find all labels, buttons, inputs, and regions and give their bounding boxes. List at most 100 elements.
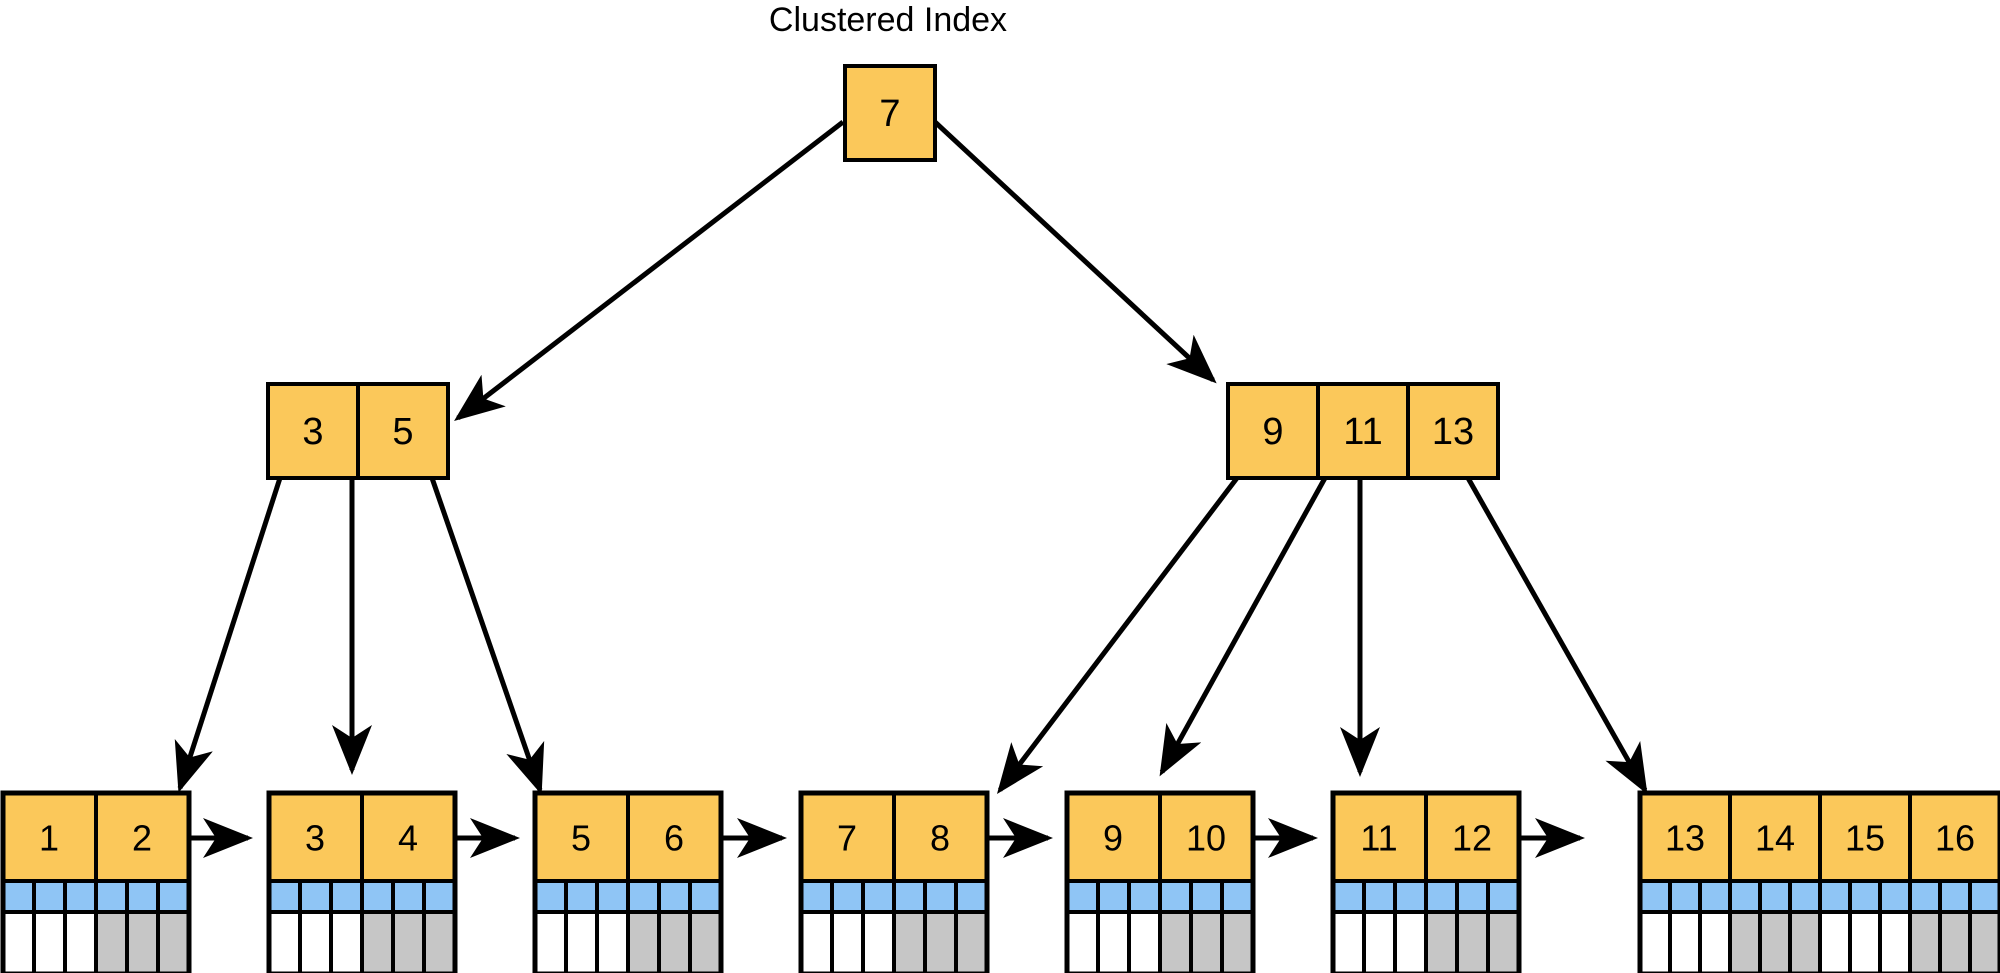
leaf-7-record-cell-8 bbox=[1878, 910, 1912, 973]
edge-internal-left-to-leaf-1 bbox=[174, 477, 283, 793]
leaf-6-blue-cell-1 bbox=[1362, 879, 1397, 914]
leaf-4-blue-cell-4 bbox=[923, 879, 958, 914]
edge-internal-right-to-leaf-4 bbox=[996, 476, 1239, 794]
leaf-3-blue-cell-2 bbox=[595, 879, 630, 914]
leaf-3-blue-cell-0 bbox=[533, 879, 568, 914]
leaf-3-key-0: 5 bbox=[571, 818, 591, 859]
edge-internal-left-to-leaf-3 bbox=[429, 477, 545, 795]
leaf-7-record-cell-6 bbox=[1818, 910, 1852, 973]
leaf-6-record-cell-2 bbox=[1393, 910, 1428, 973]
leaf-node-3[interactable]: 5 6 bbox=[532, 790, 724, 973]
leaf-7-key-3: 16 bbox=[1935, 818, 1975, 859]
root-node[interactable]: 7 bbox=[843, 64, 937, 162]
leaf-4-record-cell-5 bbox=[954, 910, 989, 973]
internal-right-key-1: 11 bbox=[1343, 411, 1382, 453]
leaf-6-record-cell-4 bbox=[1455, 910, 1490, 973]
leaf-7-record-cell-4 bbox=[1758, 910, 1792, 973]
leaf-7-record-cell-9 bbox=[1908, 910, 1942, 973]
leaf-2-blue-cell-0 bbox=[267, 879, 302, 914]
internal-left-key-0: 3 bbox=[302, 411, 323, 453]
leaf-5-blue-row bbox=[1065, 879, 1255, 914]
leaf-1-blue-cell-0 bbox=[1, 879, 36, 914]
leaf-3-blue-cell-3 bbox=[626, 879, 661, 914]
leaf-1-blue-cell-2 bbox=[63, 879, 98, 914]
internal-left-cell-0[interactable] bbox=[266, 382, 360, 480]
leaf-2-record-row bbox=[267, 910, 457, 973]
leaf-6-record-cell-1 bbox=[1362, 910, 1397, 973]
leaf-2-blue-row bbox=[267, 879, 457, 914]
leaf-7-blue-cell-9 bbox=[1908, 879, 1942, 914]
leaf-2-blue-cell-1 bbox=[298, 879, 333, 914]
leaf-5-key-cell-1[interactable] bbox=[1158, 791, 1255, 883]
leaf-7-key-1: 14 bbox=[1755, 818, 1795, 859]
leaf-7-blue-cell-5 bbox=[1788, 879, 1822, 914]
leaf-3-record-cell-3 bbox=[626, 910, 661, 973]
leaf-7-blue-row bbox=[1638, 879, 2000, 914]
leaf-1-record-cell-5 bbox=[156, 910, 191, 973]
edge-internal-right-to-leaf-5 bbox=[1159, 476, 1328, 777]
leaf-6-key-0: 11 bbox=[1360, 818, 1397, 859]
leaf-7-record-cell-3 bbox=[1728, 910, 1762, 973]
leaf-1-record-cell-2 bbox=[63, 910, 98, 973]
leaf-4-blue-cell-5 bbox=[954, 879, 989, 914]
leaf-4-blue-cell-3 bbox=[892, 879, 927, 914]
leaf-7-record-cell-11 bbox=[1968, 910, 2000, 973]
leaf-6-blue-cell-3 bbox=[1424, 879, 1459, 914]
leaf-6-record-cell-0 bbox=[1331, 910, 1366, 973]
internal-node-left[interactable]: 3 5 bbox=[266, 382, 450, 480]
leaf-7-record-cell-7 bbox=[1848, 910, 1882, 973]
leaf-node-1[interactable]: 1 2 bbox=[0, 790, 192, 973]
leaf-node-2[interactable]: 3 4 bbox=[266, 790, 458, 973]
leaf-node-7[interactable]: 13 14 15 16 bbox=[1637, 790, 2000, 973]
leaf-4-record-cell-2 bbox=[861, 910, 896, 973]
leaf-5-blue-cell-1 bbox=[1096, 879, 1131, 914]
edge-group-root bbox=[454, 120, 1217, 422]
leaf-2-blue-cell-2 bbox=[329, 879, 364, 914]
leaf-1-key-0: 1 bbox=[39, 818, 59, 859]
leaf-node-6[interactable]: 11 12 bbox=[1330, 790, 1522, 973]
leaf-6-blue-cell-0 bbox=[1331, 879, 1366, 914]
leaf-3-record-cell-4 bbox=[657, 910, 692, 973]
leaf-6-key-cell-0[interactable] bbox=[1331, 791, 1428, 883]
leaf-6-record-cell-5 bbox=[1486, 910, 1521, 973]
leaf-6-record-row bbox=[1331, 910, 1521, 973]
leaf-1-record-cell-4 bbox=[125, 910, 160, 973]
leaf-3-record-cell-2 bbox=[595, 910, 630, 973]
leaf-1-blue-cell-1 bbox=[32, 879, 67, 914]
leaf-3-blue-row bbox=[533, 879, 723, 914]
leaf-5-blue-cell-2 bbox=[1127, 879, 1162, 914]
leaf-7-record-cell-1 bbox=[1668, 910, 1702, 973]
leaf-3-record-cell-5 bbox=[688, 910, 723, 973]
leaf-6-record-cell-3 bbox=[1424, 910, 1459, 973]
edge-internal-right-to-leaf-7 bbox=[1465, 476, 1648, 795]
leaf-6-blue-row bbox=[1331, 879, 1521, 914]
leaf-4-blue-cell-2 bbox=[861, 879, 896, 914]
page-title: Clustered Index bbox=[769, 1, 1007, 39]
internal-left-cell-1[interactable] bbox=[356, 382, 450, 480]
root-node-cell-0[interactable] bbox=[843, 64, 937, 162]
leaf-7-outline bbox=[1637, 790, 2000, 973]
leaf-2-record-cell-2 bbox=[329, 910, 364, 973]
leaf-1-blue-row bbox=[1, 879, 191, 914]
leaf-2-outline bbox=[266, 790, 458, 973]
leaf-4-record-cell-1 bbox=[830, 910, 865, 973]
internal-left-key-1: 5 bbox=[392, 411, 413, 453]
root-node-key-0: 7 bbox=[879, 93, 900, 135]
leaf-3-record-cell-0 bbox=[533, 910, 568, 973]
leaf-7-record-cell-10 bbox=[1938, 910, 1972, 973]
leaf-1-key-cell-1[interactable] bbox=[94, 791, 191, 883]
leaf-2-blue-cell-5 bbox=[422, 879, 457, 914]
leaf-6-blue-cell-5 bbox=[1486, 879, 1521, 914]
leaf-7-blue-cell-6 bbox=[1818, 879, 1852, 914]
leaf-2-key-0: 3 bbox=[305, 818, 325, 859]
internal-node-right[interactable]: 9 11 13 bbox=[1226, 382, 1500, 480]
leaf-node-5[interactable]: 9 10 bbox=[1064, 790, 1256, 973]
internal-right-cell-2[interactable] bbox=[1406, 382, 1500, 480]
leaf-4-key-1: 8 bbox=[930, 818, 950, 859]
leaf-4-blue-cell-0 bbox=[799, 879, 834, 914]
leaf-5-blue-cell-0 bbox=[1065, 879, 1100, 914]
leaf-node-4[interactable]: 7 8 bbox=[798, 790, 990, 973]
leaf-2-record-cell-3 bbox=[360, 910, 395, 973]
leaf-5-record-cell-4 bbox=[1189, 910, 1224, 973]
